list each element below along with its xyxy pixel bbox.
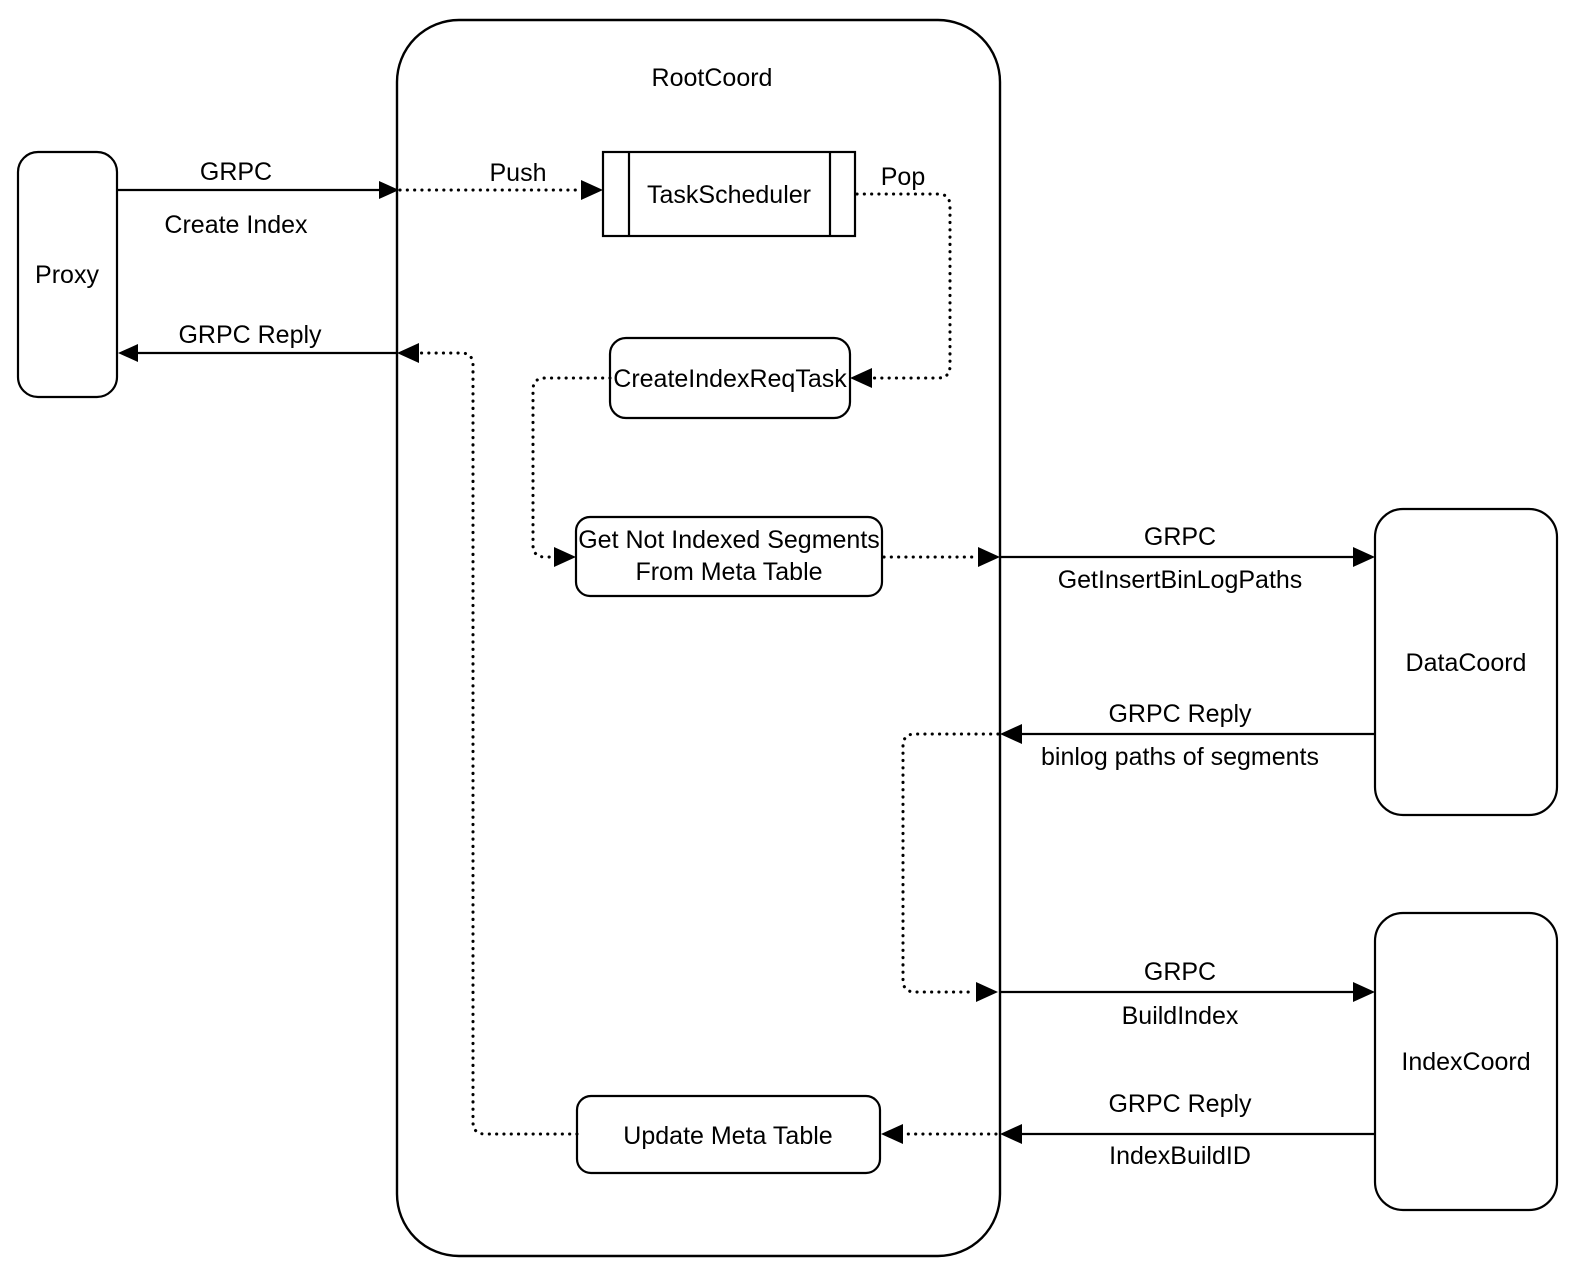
edge-label-get-insert-binlog-paths: GetInsertBinLogPaths xyxy=(1058,566,1303,594)
edge-push-to-taskscheduler: Push xyxy=(398,159,603,200)
edge-proxy-to-rootcoord: GRPC Create Index xyxy=(117,158,399,239)
taskscheduler-box[interactable] xyxy=(601,150,857,238)
edge-binlog-reply-to-buildindex xyxy=(901,732,1000,1002)
edge-label-grpc-1: GRPC xyxy=(200,158,272,186)
get-not-indexed-segments-label-line2: From Meta Table xyxy=(635,558,822,586)
edge-label-build-index: BuildIndex xyxy=(1122,1002,1239,1030)
proxy-box[interactable] xyxy=(16,150,119,399)
node-update-meta-table[interactable]: Update Meta Table xyxy=(575,1094,882,1175)
edge-datacoord-to-rootcoord-arrowhead xyxy=(1000,724,1022,744)
edge-update-meta-table-to-grpc-reply-arrowhead xyxy=(397,343,419,363)
get-not-indexed-segments-box[interactable] xyxy=(574,515,884,598)
edge-boundary-to-update-meta-table-arrowhead xyxy=(881,1124,903,1144)
node-get-not-indexed-segments[interactable]: Get Not Indexed Segments From Meta Table xyxy=(574,515,884,598)
edge-proxy-to-rootcoord-arrowhead xyxy=(379,181,399,199)
datacoord-box[interactable] xyxy=(1373,507,1559,817)
edge-label-grpc-reply-1: GRPC Reply xyxy=(178,321,322,349)
edge-label-grpc-3: GRPC xyxy=(1144,958,1216,986)
edge-label-grpc-reply-3: GRPC Reply xyxy=(1108,1090,1252,1118)
node-indexcoord[interactable]: IndexCoord xyxy=(1373,911,1559,1212)
edge-push-arrowhead xyxy=(581,180,603,200)
edge-label-index-build-id: IndexBuildID xyxy=(1109,1142,1251,1170)
edge-indexcoord-to-rootcoord-arrowhead xyxy=(1000,1124,1022,1144)
edge-datacoord-to-rootcoord: GRPC Reply binlog paths of segments xyxy=(1000,700,1375,771)
edge-binlog-reply-to-buildindex-line xyxy=(901,732,1000,994)
edge-createindexreqtask-to-get-not-indexed-arrowhead xyxy=(554,547,576,567)
edge-get-not-indexed-to-boundary xyxy=(882,547,1000,567)
edge-update-meta-table-to-grpc-reply xyxy=(397,343,579,1136)
taskscheduler-label: TaskScheduler xyxy=(647,181,811,209)
edge-rootcoord-to-proxy: GRPC Reply xyxy=(118,321,397,362)
edge-rootcoord-to-datacoord-arrowhead xyxy=(1353,547,1375,567)
container-rootcoord: RootCoord xyxy=(395,18,1002,1258)
edge-label-grpc-2: GRPC xyxy=(1144,523,1216,551)
createindexreqtask-label: CreateIndexReqTask xyxy=(613,365,847,393)
indexcoord-label: IndexCoord xyxy=(1401,1048,1530,1076)
edge-pop-line xyxy=(855,192,952,380)
proxy-label: Proxy xyxy=(35,261,99,289)
edge-createindexreqtask-to-get-not-indexed xyxy=(531,376,612,567)
node-createindexreqtask[interactable]: CreateIndexReqTask xyxy=(608,336,852,420)
edge-rootcoord-to-datacoord: GRPC GetInsertBinLogPaths xyxy=(1000,523,1375,594)
edge-label-grpc-reply-2: GRPC Reply xyxy=(1108,700,1252,728)
edge-label-push: Push xyxy=(490,159,547,187)
edge-label-pop: Pop xyxy=(881,163,925,191)
edge-get-not-indexed-to-boundary-arrowhead xyxy=(978,547,1000,567)
rootcoord-boundary xyxy=(395,18,1002,1258)
edge-label-create-index: Create Index xyxy=(164,211,308,239)
indexcoord-box[interactable] xyxy=(1373,911,1559,1212)
edge-binlog-reply-to-buildindex-arrowhead xyxy=(976,982,998,1002)
node-proxy[interactable]: Proxy xyxy=(16,150,119,399)
datacoord-label: DataCoord xyxy=(1406,649,1527,677)
node-taskscheduler[interactable]: TaskScheduler xyxy=(601,150,857,238)
edge-createindexreqtask-to-get-not-indexed-line xyxy=(531,376,612,559)
rootcoord-label: RootCoord xyxy=(652,64,773,92)
edge-pop-to-createindexreqtask: Pop xyxy=(850,163,952,388)
update-meta-table-label: Update Meta Table xyxy=(623,1122,832,1150)
get-not-indexed-segments-label-line1: Get Not Indexed Segments xyxy=(578,526,880,554)
edge-boundary-to-update-meta-table xyxy=(881,1124,998,1144)
edge-pop-arrowhead xyxy=(850,368,872,388)
edge-rootcoord-to-proxy-arrowhead xyxy=(118,344,138,362)
edge-label-binlog-paths-of-segments: binlog paths of segments xyxy=(1041,743,1319,771)
edge-rootcoord-to-indexcoord-arrowhead xyxy=(1353,982,1375,1002)
edge-rootcoord-to-indexcoord: GRPC BuildIndex xyxy=(1000,958,1375,1030)
edge-indexcoord-to-rootcoord: GRPC Reply IndexBuildID xyxy=(1000,1090,1375,1170)
edge-update-meta-table-to-grpc-reply-line xyxy=(412,351,579,1136)
node-datacoord[interactable]: DataCoord xyxy=(1373,507,1559,817)
